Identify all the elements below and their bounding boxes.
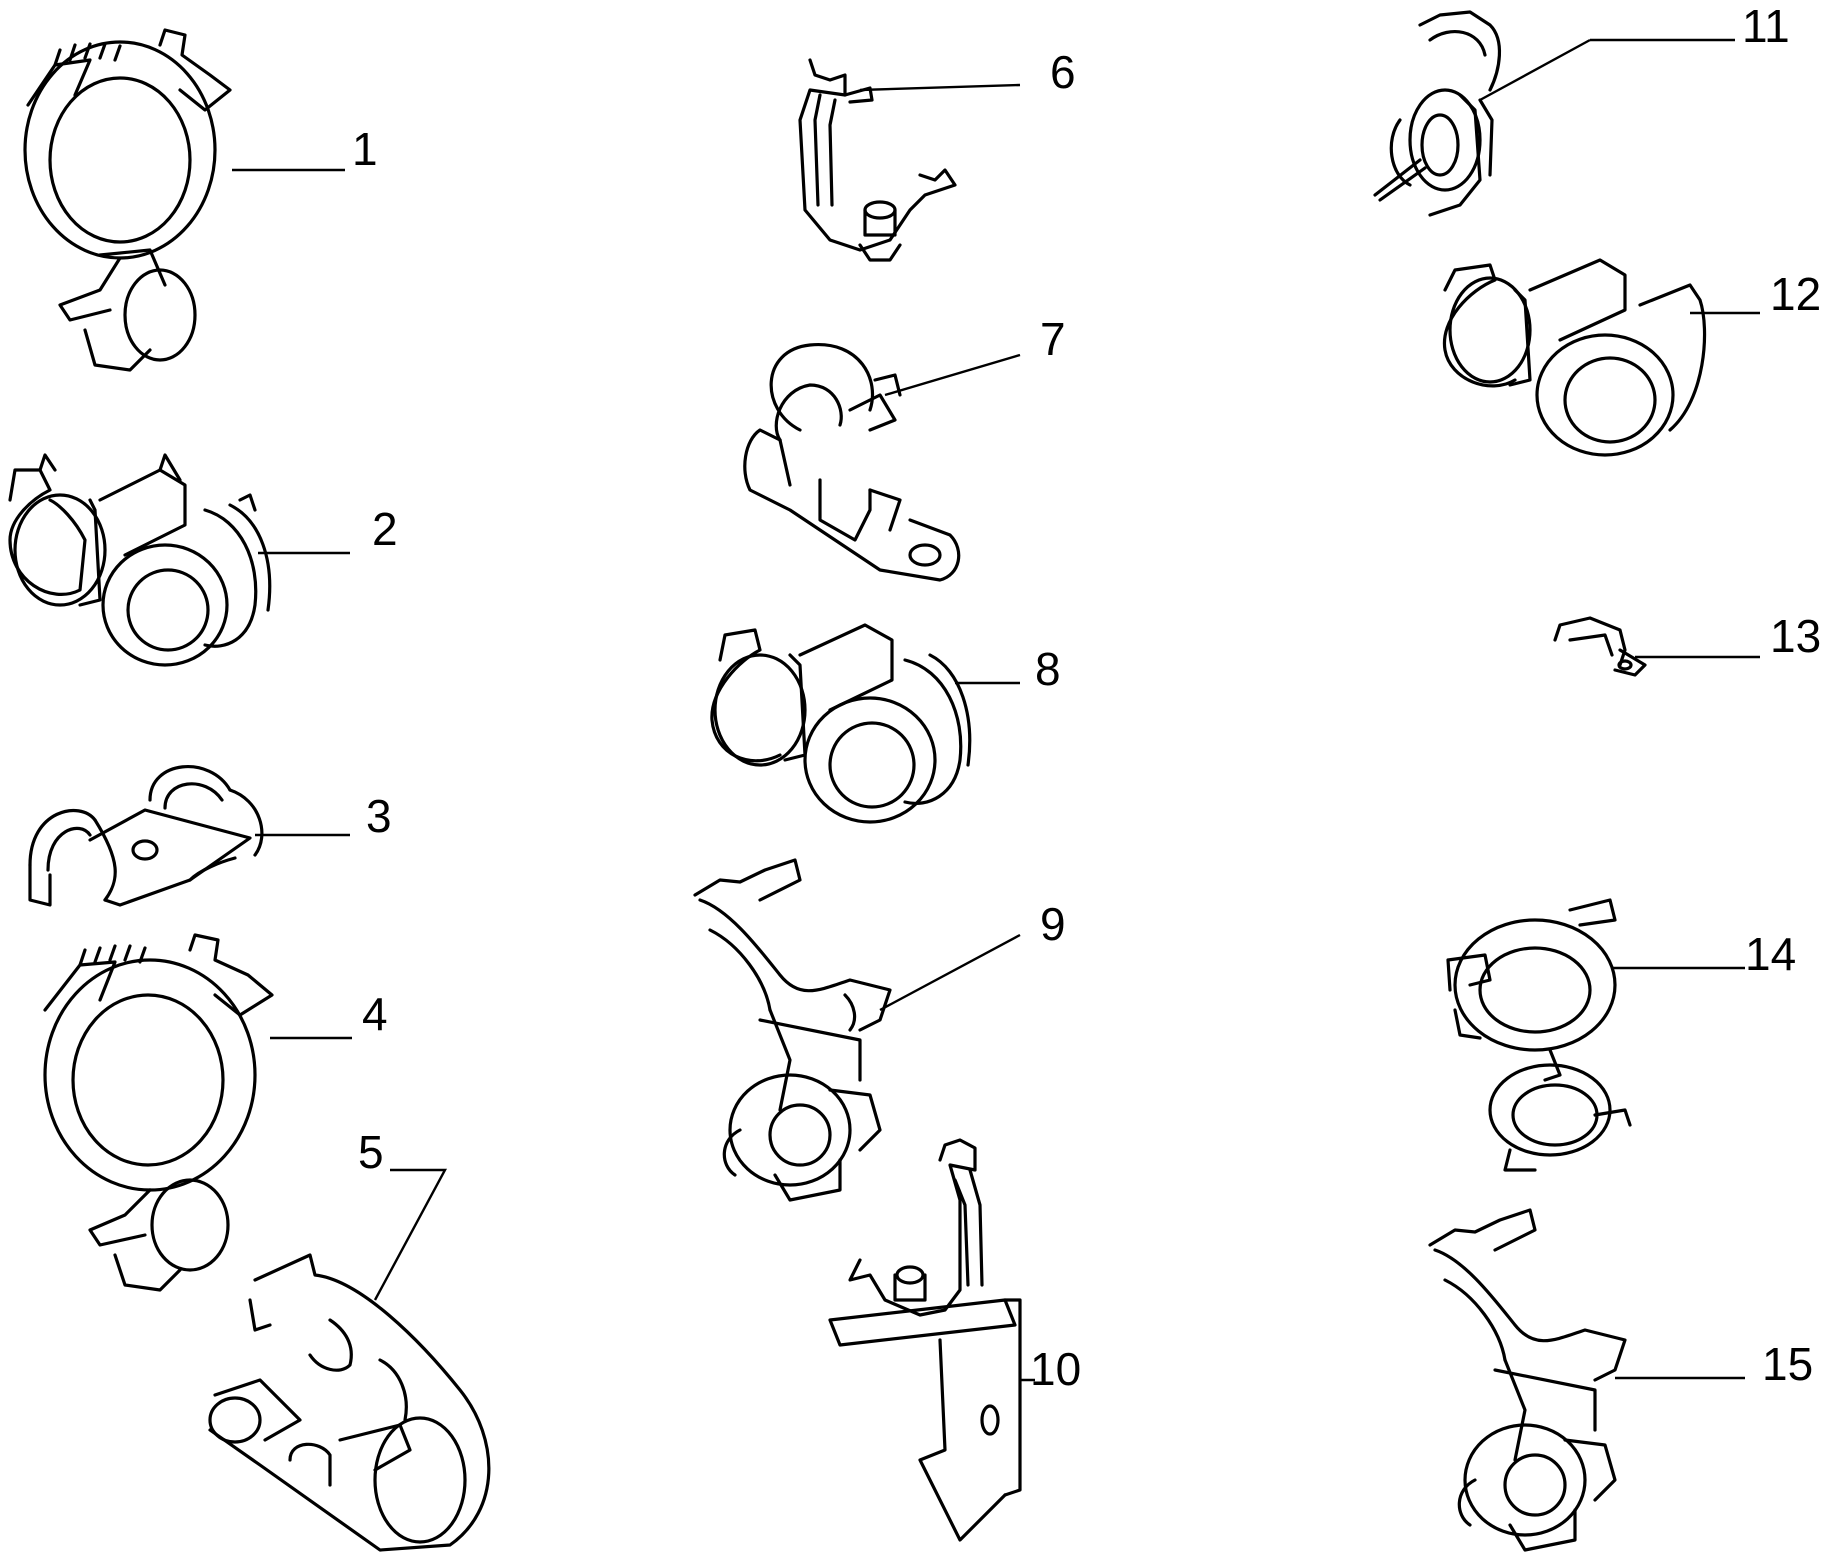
callout-4: 4 — [362, 988, 388, 1040]
part-15-clip — [1428, 1208, 1627, 1552]
callout-14: 14 — [1745, 928, 1796, 980]
leader-11 — [1479, 38, 1591, 102]
leader-9 — [879, 933, 1021, 1012]
part-14-clip — [1446, 898, 1632, 1172]
part-4-clip — [43, 933, 274, 1292]
callout-10: 10 — [1030, 1343, 1081, 1395]
leader-5 — [373, 1168, 448, 1301]
callout-2: 2 — [372, 503, 398, 555]
callout-6: 6 — [1050, 46, 1076, 98]
part-1-clip — [23, 28, 232, 372]
part-13-clip — [1553, 616, 1647, 677]
part-2-clip — [8, 453, 272, 667]
callout-1: 1 — [352, 123, 378, 175]
part-5-clip — [208, 1253, 491, 1552]
callout-7: 7 — [1040, 313, 1066, 365]
part-8-clip — [710, 623, 972, 824]
callout-9: 9 — [1040, 898, 1066, 950]
leader-7 — [884, 353, 1021, 397]
part-11-clip — [1373, 10, 1502, 217]
leader-6 — [859, 83, 1021, 92]
part-9-clip — [693, 858, 892, 1202]
callout-12: 12 — [1770, 268, 1821, 320]
callout-11: 11 — [1742, 0, 1790, 52]
part-3-saddle — [28, 765, 264, 907]
callout-8: 8 — [1035, 643, 1061, 695]
part-6-clip — [798, 58, 957, 262]
callout-3: 3 — [366, 790, 392, 842]
part-7-pclip — [743, 343, 961, 582]
leader-10 — [1018, 1370, 1035, 1382]
callout-5: 5 — [358, 1126, 384, 1178]
callout-13: 13 — [1770, 610, 1821, 662]
part-12-clip — [1442, 258, 1707, 457]
callout-15: 15 — [1762, 1338, 1813, 1390]
part-10-bracket — [828, 1138, 1022, 1542]
